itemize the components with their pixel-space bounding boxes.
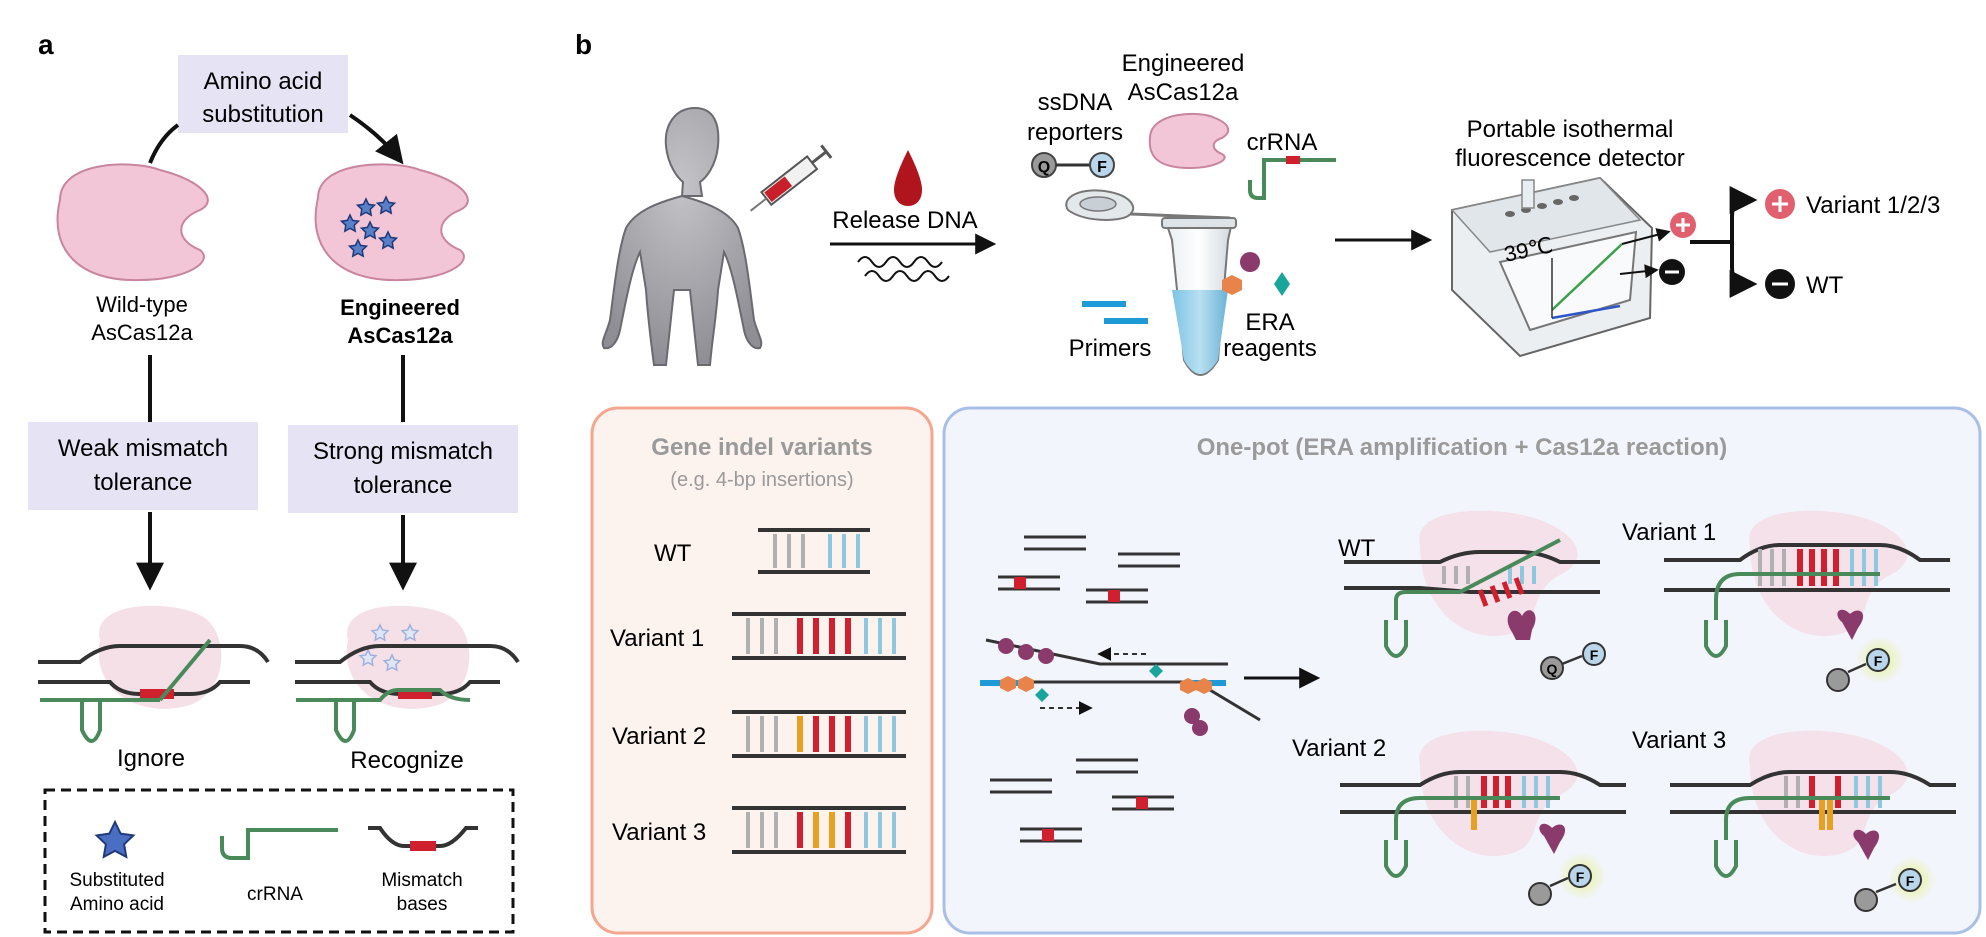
onepot-v1-f: F	[1874, 653, 1883, 669]
substitution-line1: Amino acid	[204, 68, 323, 95]
syringe-icon	[749, 144, 833, 212]
recognize-complex	[295, 605, 520, 743]
indel-title: Gene indel variants	[651, 434, 872, 461]
detector-device	[1450, 176, 1654, 358]
engineered-label-1: Engineered	[340, 295, 460, 320]
legend-crrna-label: crRNA	[247, 884, 303, 905]
weak-line1: Weak mismatch	[58, 435, 228, 462]
indel-subtitle: (e.g. 4-bp insertions)	[670, 469, 853, 491]
dna-wave-2	[864, 270, 950, 282]
outcome-wt-label: WT	[1806, 272, 1844, 299]
b-crrna-red	[1286, 156, 1300, 164]
wildtype-label-1: Wild-type	[96, 292, 188, 317]
b-crrna-icon	[1248, 158, 1336, 200]
era-orange-hex	[1222, 275, 1242, 295]
ignore-label: Ignore	[117, 745, 185, 772]
strong-line1: Strong mismatch	[313, 438, 493, 465]
legend-star-line1: Substituted	[69, 870, 164, 891]
onepot-wt-q: Q	[1547, 661, 1558, 677]
onepot-v3-complex	[1670, 730, 1956, 912]
strong-box	[288, 425, 518, 513]
dna-wave	[857, 256, 943, 268]
legend-mismatch-mark	[410, 841, 436, 851]
indel-v2-dna	[732, 710, 906, 758]
era-purple-dot	[1240, 252, 1260, 272]
primer-mark-2	[1104, 318, 1148, 324]
onepot-v3-f: F	[1906, 873, 1915, 889]
amp-red-marks	[1014, 577, 1148, 841]
detector-neg-arrow	[1619, 264, 1659, 279]
legend-mismatch-line1: Mismatch	[381, 870, 462, 891]
human-silhouette	[601, 106, 763, 366]
onepot-v1-complex	[1664, 510, 1950, 692]
b-cas12a-protein	[1148, 112, 1230, 170]
indel-panel	[590, 406, 934, 935]
weak-box	[28, 422, 258, 510]
onepot-panel	[942, 406, 1982, 935]
indel-wt-dna	[758, 528, 870, 574]
outcome-variant-label: Variant 1/2/3	[1806, 192, 1940, 219]
panel-a-letter: a	[38, 29, 54, 60]
ignore-complex	[38, 605, 270, 743]
legend-star-line2: Amino acid	[70, 894, 164, 915]
b-crrna-label: crRNA	[1247, 129, 1318, 156]
release-dna-label: Release DNA	[832, 207, 977, 234]
indel-row-v3: Variant 3	[612, 819, 706, 846]
onepot-wt-label: WT	[1338, 535, 1376, 562]
onepot-v2-f: F	[1576, 869, 1585, 885]
detector-line1: Portable isothermal	[1467, 116, 1674, 143]
onepot-title: One-pot (ERA amplification + Cas12a reac…	[1197, 434, 1728, 461]
sub-arrow-right	[348, 113, 404, 165]
outcome-bracket	[1730, 198, 1749, 286]
wildtype-label-2: AsCas12a	[91, 320, 193, 345]
era-teal-diamond	[1274, 272, 1290, 296]
detector-pos-arrow	[1621, 228, 1671, 245]
b-engineered-line1: Engineered	[1122, 50, 1245, 77]
b-engineered-line2: AsCas12a	[1128, 79, 1239, 106]
indel-v1-dna	[732, 612, 906, 660]
detector-line2: fluorescence detector	[1455, 145, 1684, 172]
legend-star-icon	[94, 819, 136, 859]
onepot-v3-label: Variant 3	[1632, 727, 1726, 754]
substitution-line2: substitution	[202, 101, 323, 128]
ssdna-line1: ssDNA	[1038, 89, 1113, 116]
blood-drop-icon	[894, 150, 922, 206]
onepot-v1-label: Variant 1	[1622, 519, 1716, 546]
legend-crrna-icon	[220, 828, 338, 860]
reaction-tube	[1065, 189, 1237, 376]
legend-mismatch-line2: bases	[397, 894, 448, 915]
primer-mark-1	[1082, 301, 1126, 307]
onepot-wt-f: F	[1590, 647, 1599, 663]
ssdna-line2: reporters	[1027, 119, 1123, 146]
reporter-q-label: Q	[1038, 159, 1050, 176]
indel-row-wt: WT	[654, 540, 692, 567]
legend-box	[43, 788, 515, 934]
engineered-label-2: AsCas12a	[347, 323, 453, 348]
engineered-stars	[339, 195, 399, 258]
panel-b-letter: b	[575, 29, 592, 60]
onepot-v2-complex	[1340, 730, 1626, 906]
era-line1: ERA	[1245, 309, 1294, 336]
recognize-label: Recognize	[350, 747, 463, 774]
substitution-box	[178, 55, 348, 133]
era-line2: reagents	[1223, 335, 1316, 362]
onepot-v2-label: Variant 2	[1292, 735, 1386, 762]
indel-row-v2: Variant 2	[612, 723, 706, 750]
indel-v3-dna	[732, 806, 906, 854]
onepot-wt-complex	[1344, 510, 1606, 680]
strong-line2: tolerance	[354, 472, 453, 499]
sub-line-left	[148, 123, 180, 164]
weak-line2: tolerance	[94, 469, 193, 496]
indel-row-v1: Variant 1	[610, 625, 704, 652]
reporter-f-circle	[1089, 152, 1115, 178]
engineered-protein	[314, 163, 469, 282]
era-amplification	[980, 638, 1261, 736]
wildtype-protein	[56, 163, 209, 282]
reporter-f-label: F	[1097, 159, 1107, 176]
primers-label: Primers	[1069, 335, 1152, 362]
